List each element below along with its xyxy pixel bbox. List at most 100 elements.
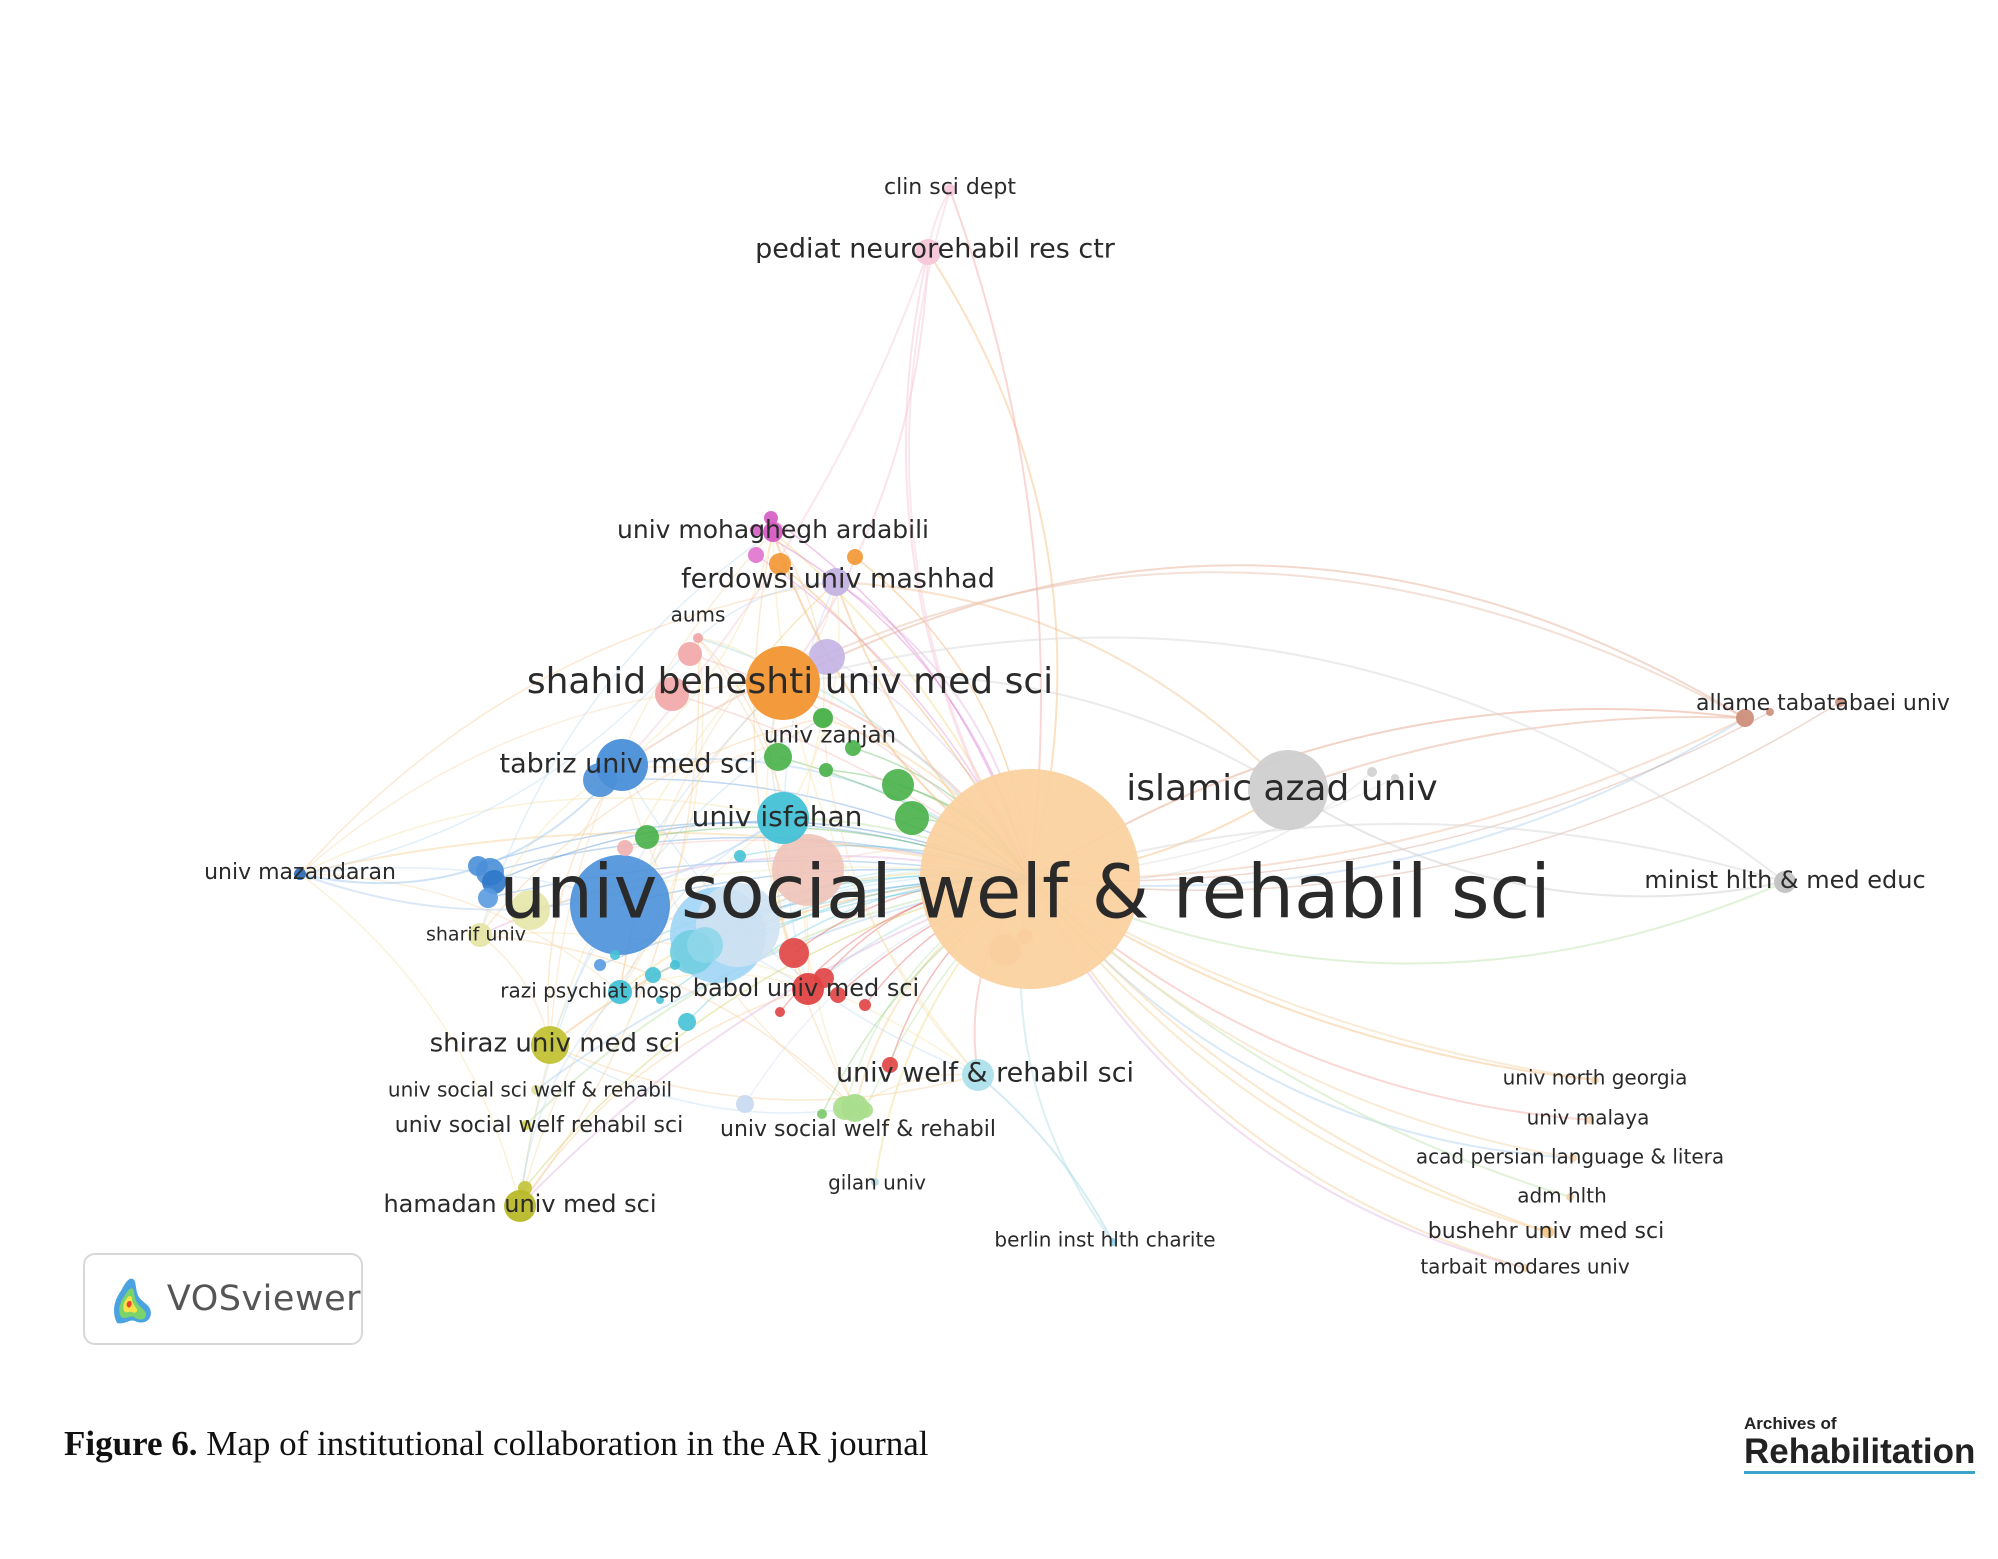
vosviewer-label: VOSviewer xyxy=(166,1279,361,1319)
node-label-mazand: univ mazandaran xyxy=(204,860,396,885)
network-edge xyxy=(1029,822,1786,883)
vosviewer-logo-icon xyxy=(114,1278,151,1324)
vosviewer-badge: VOSviewer xyxy=(83,1253,363,1345)
node-label-gilan: gilan univ xyxy=(828,1171,926,1195)
network-edge xyxy=(1029,711,1771,882)
node-label-pediat: pediat neurorehabil res ctr xyxy=(755,234,1116,265)
network-node-tarbait xyxy=(1521,1264,1529,1272)
network-node xyxy=(1367,767,1377,777)
network-edge xyxy=(479,717,824,936)
network-edge xyxy=(479,531,774,936)
network-node xyxy=(845,740,861,756)
network-node xyxy=(1766,708,1774,716)
node-label-hamadan: hamadan univ med sci xyxy=(383,1190,656,1218)
node-label-ussw: univ social sci welf & rehabil xyxy=(388,1078,672,1102)
network-edge xyxy=(782,636,1786,883)
network-edge xyxy=(549,1044,979,1101)
network-node-ferdowsi xyxy=(822,568,850,596)
network-node xyxy=(882,769,914,801)
network-node xyxy=(895,801,929,835)
network-node-tabriz xyxy=(596,739,648,791)
network-node-malaya xyxy=(1586,1116,1594,1124)
network-node-shiraz xyxy=(531,1026,569,1064)
network-edge xyxy=(299,637,699,875)
network-node xyxy=(750,524,762,536)
network-node xyxy=(594,959,606,971)
network-node xyxy=(510,890,550,930)
network-node xyxy=(748,547,764,563)
network-edge xyxy=(549,1044,856,1114)
network-node xyxy=(570,855,670,955)
node-label-isfahan: univ isfahan xyxy=(692,800,863,833)
network-node xyxy=(736,1095,754,1113)
network-edge xyxy=(782,251,929,684)
network-node xyxy=(645,967,661,983)
network-node-minist xyxy=(1774,871,1796,893)
network-edge xyxy=(801,717,856,1109)
figure-caption: Figure 6. Map of institutional collabora… xyxy=(64,1424,929,1464)
network-node xyxy=(775,1007,785,1017)
network-edge xyxy=(619,817,784,993)
network-node xyxy=(764,511,778,525)
network-node-acad xyxy=(1569,1154,1577,1162)
network-node xyxy=(617,840,633,856)
network-node xyxy=(847,549,863,565)
network-node xyxy=(655,677,689,711)
caption-text: Map of institutional collaboration in th… xyxy=(197,1424,929,1463)
network-node xyxy=(764,743,792,771)
node-label-ung: univ north georgia xyxy=(1503,1066,1688,1090)
network-edge xyxy=(299,682,784,875)
node-label-sharif: sharif univ xyxy=(426,924,526,946)
network-edge xyxy=(299,873,521,1207)
network-node-ung xyxy=(1591,1076,1599,1084)
network-node xyxy=(635,825,659,849)
network-node-hamadan xyxy=(504,1190,536,1222)
network-edge xyxy=(621,717,824,768)
network-node xyxy=(1835,697,1845,707)
network-node xyxy=(478,888,498,908)
network-edge xyxy=(782,581,840,819)
network-node xyxy=(779,938,809,968)
node-label-allame: allame tabatabaei univ xyxy=(1696,691,1950,716)
network-edge xyxy=(1029,878,1786,965)
node-label-berlin: berlin inst hlth charite xyxy=(994,1228,1215,1252)
network-edge xyxy=(621,531,774,766)
node-label-minist: minist hlth & med educ xyxy=(1644,866,1925,894)
node-label-shiraz: shiraz univ med sci xyxy=(430,1029,681,1059)
network-node xyxy=(817,1109,827,1119)
network-edge xyxy=(977,1074,1114,1243)
network-node xyxy=(859,999,871,1011)
network-edge xyxy=(621,764,979,1076)
network-node xyxy=(1391,774,1399,782)
network-node xyxy=(656,996,664,1004)
network-node-mazand xyxy=(294,868,306,880)
network-edge xyxy=(772,531,979,1076)
network-node xyxy=(809,639,845,675)
network-node xyxy=(882,1057,898,1073)
network-edge xyxy=(835,581,1289,791)
network-edge xyxy=(1287,789,1786,898)
node-label-uswrs2: univ social welf rehabil sci xyxy=(395,1113,683,1138)
network-node-adm xyxy=(1566,1193,1574,1201)
node-label-babol: babol univ med sci xyxy=(693,974,919,1002)
network-edge xyxy=(772,531,825,719)
network-edge xyxy=(299,797,784,875)
network-node-iau xyxy=(1248,750,1328,830)
network-node-zanjan xyxy=(813,708,833,728)
network-node-berlin xyxy=(1109,1238,1117,1246)
network-node xyxy=(769,553,791,575)
node-label-malaya: univ malaya xyxy=(1527,1106,1650,1130)
node-label-ferdowsi: ferdowsi univ mashhad xyxy=(681,564,995,595)
network-edge xyxy=(519,637,700,1207)
network-edge xyxy=(299,873,621,993)
network-node-sharif xyxy=(468,923,492,947)
network-node xyxy=(468,856,488,876)
network-node-uwrs xyxy=(962,1059,994,1091)
network-node-babol xyxy=(792,973,824,1005)
network-edge xyxy=(299,581,837,875)
node-label-clin: clin sci dept xyxy=(884,175,1016,200)
node-label-iau: islamic azad univ xyxy=(1126,768,1437,809)
node-label-acad: acad persian language & litera xyxy=(1416,1145,1724,1169)
